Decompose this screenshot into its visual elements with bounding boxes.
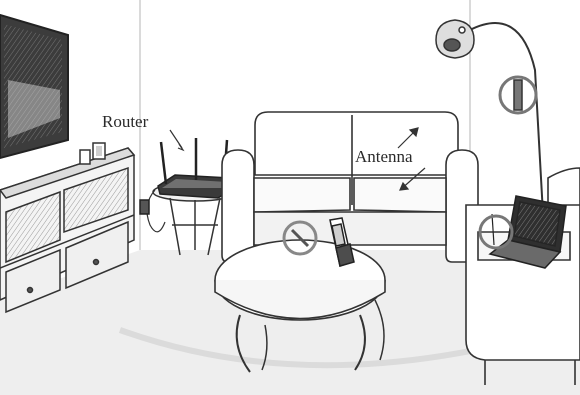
antenna-label: Antenna (355, 148, 413, 165)
router-leader (170, 130, 183, 150)
tv-icon (0, 15, 68, 158)
router-label: Router (102, 113, 148, 130)
